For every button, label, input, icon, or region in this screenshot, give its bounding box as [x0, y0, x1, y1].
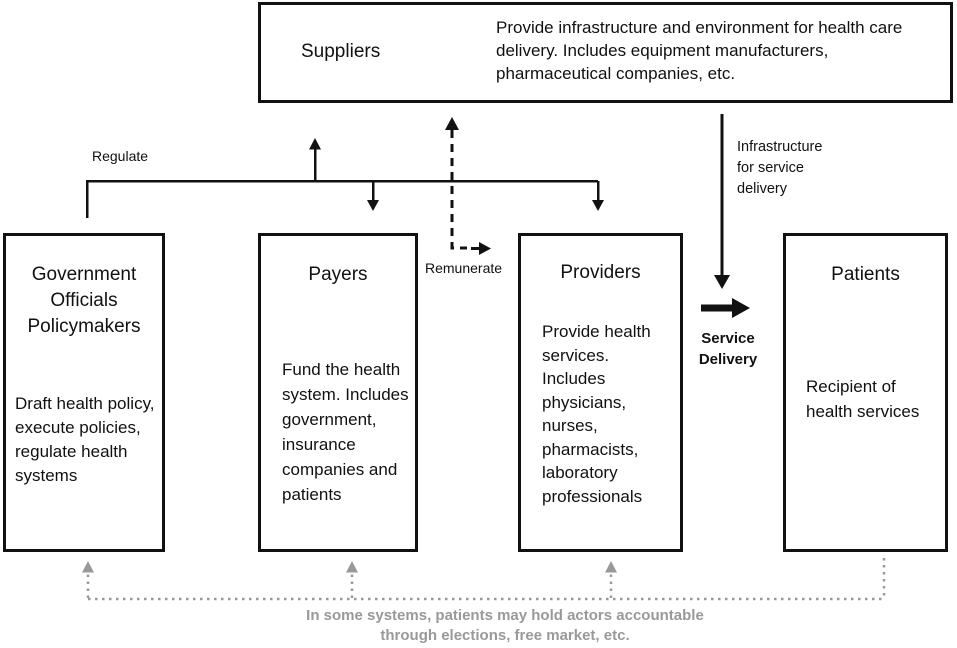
payers-title: Payers	[308, 264, 368, 285]
remunerate-label: Remunerate	[425, 260, 503, 276]
arrow-up-icon	[445, 117, 459, 130]
arrow-right-icon	[732, 298, 750, 318]
patients-box: Patients Recipient of health services	[783, 233, 948, 552]
accountability-connector	[86, 558, 886, 601]
patients-title: Patients	[831, 264, 900, 285]
arrow-down-icon	[367, 200, 379, 211]
providers-description: Provide health services. Includes physic…	[542, 322, 651, 506]
payers-box: Payers Fund the health system. Includes …	[258, 233, 418, 552]
suppliers-box: Suppliers Provide infrastructure and env…	[258, 2, 953, 103]
government-title: Government Officials Policymakers	[27, 264, 141, 337]
regulate-label: Regulate	[92, 148, 149, 164]
government-box: Government Officials Policymakers Draft …	[3, 233, 165, 552]
suppliers-title: Suppliers	[301, 41, 381, 62]
service-delivery-label: Service Delivery	[698, 330, 758, 368]
arrow-right-icon	[479, 242, 491, 255]
remunerate-connector	[450, 130, 467, 250]
regulate-line	[85, 179, 598, 218]
suppliers-description: Provide infrastructure and environment f…	[496, 18, 903, 83]
arrow-down-icon	[714, 275, 730, 289]
arrow-down-icon	[592, 200, 604, 211]
patients-description: Recipient of health services	[806, 377, 920, 421]
providers-box: Providers Provide health services. Inclu…	[518, 233, 683, 552]
regulate-connector	[85, 147, 600, 218]
arrow-up-icon	[605, 561, 617, 573]
providers-title: Providers	[560, 262, 641, 283]
government-description: Draft health policy, execute policies, r…	[15, 394, 155, 485]
arrow-up-icon	[346, 561, 358, 573]
accountability-note: In some systems, patients may hold actor…	[306, 607, 704, 644]
arrow-up-icon	[309, 138, 321, 150]
payers-description: Fund the health system. Includes governm…	[282, 360, 409, 504]
remunerate-dashed-line	[450, 130, 467, 250]
infrastructure-label: Infrastructure for service delivery	[737, 139, 823, 197]
arrow-up-icon	[82, 561, 94, 573]
